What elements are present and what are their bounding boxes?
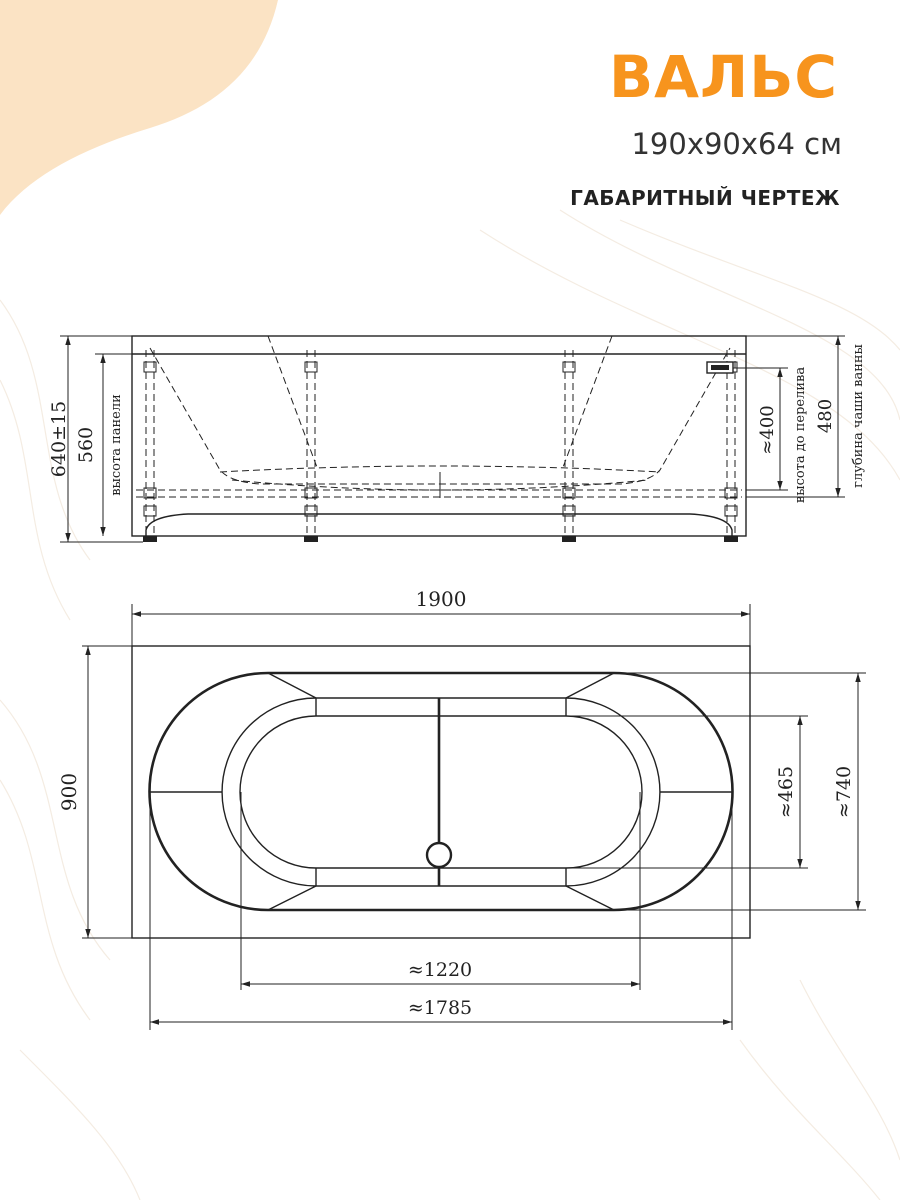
overflow-height-label: высота до перелива — [793, 367, 808, 503]
leg — [143, 350, 157, 542]
side-view-outline — [131, 335, 747, 537]
outer-width-value: ≈740 — [833, 766, 855, 818]
panel-height-value: 560 — [75, 427, 97, 463]
drawing-caption: ГАБАРИТНЫЙ ЧЕРТЕЖ — [570, 186, 840, 210]
leg — [562, 350, 576, 542]
length-value: 1900 — [416, 587, 467, 611]
product-title: ВАЛЬС — [608, 43, 838, 111]
background-wave-lines — [0, 209, 900, 1200]
top-extension-lines — [82, 604, 866, 1030]
drain-hole — [425, 841, 453, 869]
bowl-depth-value: 480 — [815, 399, 836, 433]
side-view: 640±15 560 высота панели ≈400 высота до … — [48, 335, 866, 543]
rim-segments — [150, 672, 732, 911]
inner-width-value: ≈465 — [775, 766, 797, 818]
overflow-fitting-slot — [711, 365, 729, 370]
leg — [724, 350, 738, 542]
side-extension-lines — [60, 335, 845, 543]
bowl-depth-label: глубина чаши ванны — [851, 344, 866, 488]
product-dimensions: 190x90x64 см — [631, 127, 842, 161]
panel-bottom-curve — [145, 513, 733, 536]
leg — [304, 350, 318, 542]
support-legs — [143, 350, 738, 542]
total-height-value: 640±15 — [48, 401, 70, 477]
outer-length-value: ≈1785 — [408, 997, 472, 1019]
corner-blob — [0, 0, 278, 215]
panel-height-label: высота панели — [109, 394, 124, 496]
bowl-hidden-lines — [136, 335, 742, 498]
top-view: 1900 900 ≈465 ≈740 ≈1220 ≈1785 — [57, 587, 866, 1030]
width-value: 900 — [57, 773, 81, 811]
outer-rim — [148, 671, 734, 912]
inner-length-value: ≈1220 — [408, 959, 472, 981]
top-view-outline — [131, 645, 751, 939]
overflow-height-value: ≈400 — [757, 405, 778, 454]
